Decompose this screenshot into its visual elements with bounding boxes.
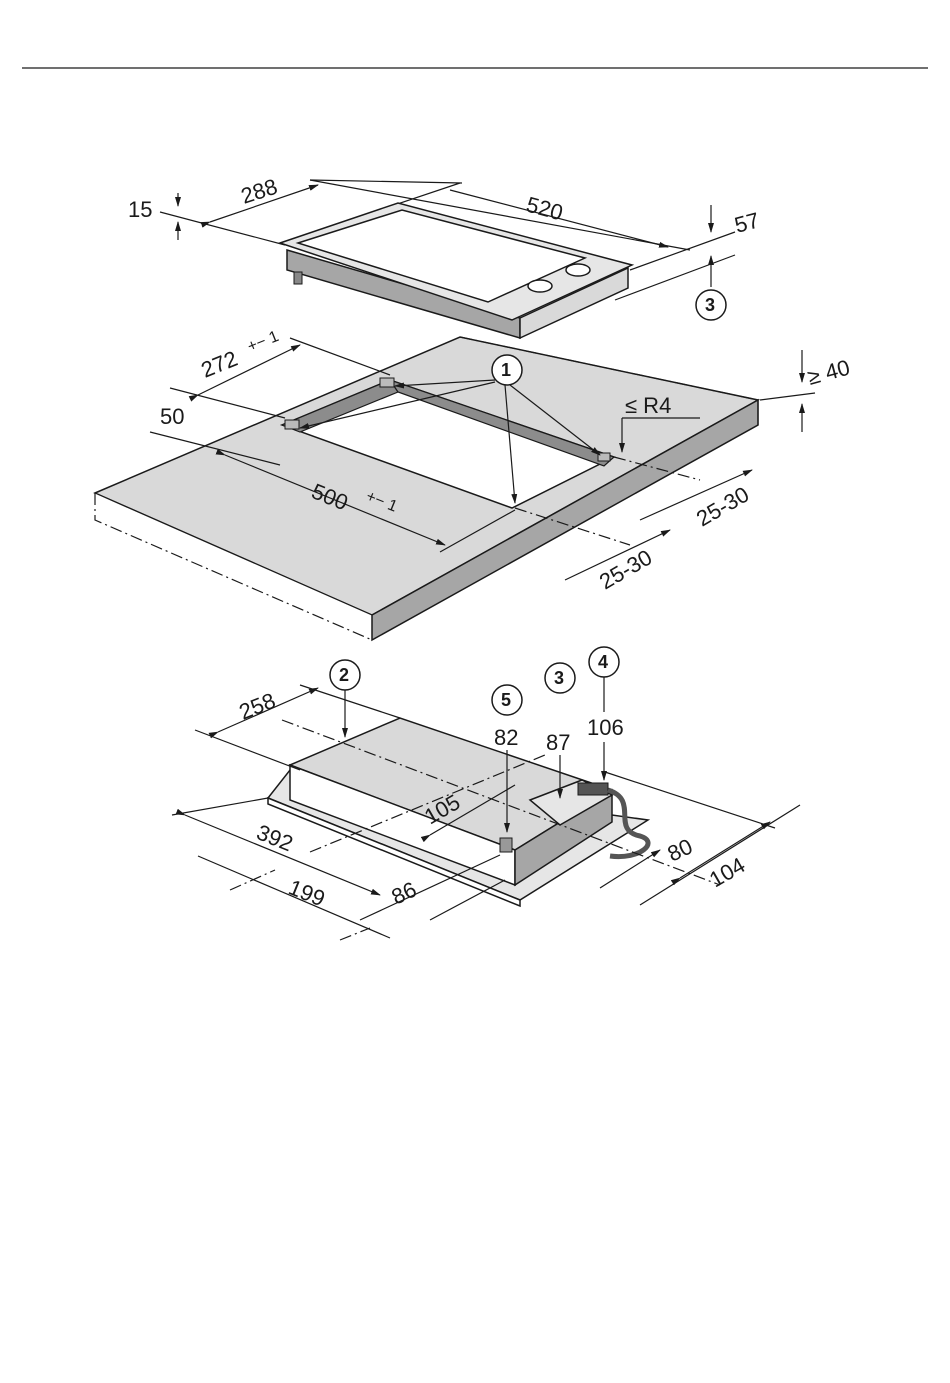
dim-cutout-inset: 50 [160,404,184,429]
connector-icon [578,783,608,795]
dim-82: 82 [494,725,518,750]
callout-5: 5 [501,690,511,710]
spring-foot-icon [500,838,512,852]
dim-side-clearance-front: 25-30 [595,545,656,595]
dim-258: 258 [236,688,279,725]
dim-392: 392 [253,819,296,856]
callout-3-bottom: 3 [554,668,564,688]
dim-106: 106 [587,715,624,740]
dim-199: 199 [285,874,328,911]
control-knob-right-icon [566,264,590,276]
callout-4: 4 [598,652,608,672]
callout-3-top: 3 [705,295,715,315]
hob-foot-icon [294,272,302,284]
dim-hob-depth: 288 [238,174,281,209]
dim-corner-radius: ≤ R4 [625,393,671,418]
bracket-icon [285,420,299,429]
worktop-cutout-view: 1 ≤ R4 ≥ 40 272 +− 1 50 500 +− 1 25-30 [95,328,853,640]
dim-side-clearance-right: 25-30 [692,482,753,532]
dim-hob-thickness: 15 [128,197,152,222]
dim-worktop-thickness: ≥ 40 [805,355,853,390]
dim-cutout-depth-tol: +− 1 [245,328,281,356]
callout-1: 1 [501,360,511,380]
hob-underside-view: 2 5 3 4 82 87 106 258 105 392 1 [172,647,800,940]
dim-hob-height: 57 [732,207,762,237]
hob-top-view: 15 288 520 57 3 [128,174,762,338]
dim-80: 80 [664,834,697,867]
dim-87: 87 [546,730,570,755]
callout-2: 2 [339,665,349,685]
bracket-icon [380,378,394,387]
control-knob-left-icon [528,280,552,292]
